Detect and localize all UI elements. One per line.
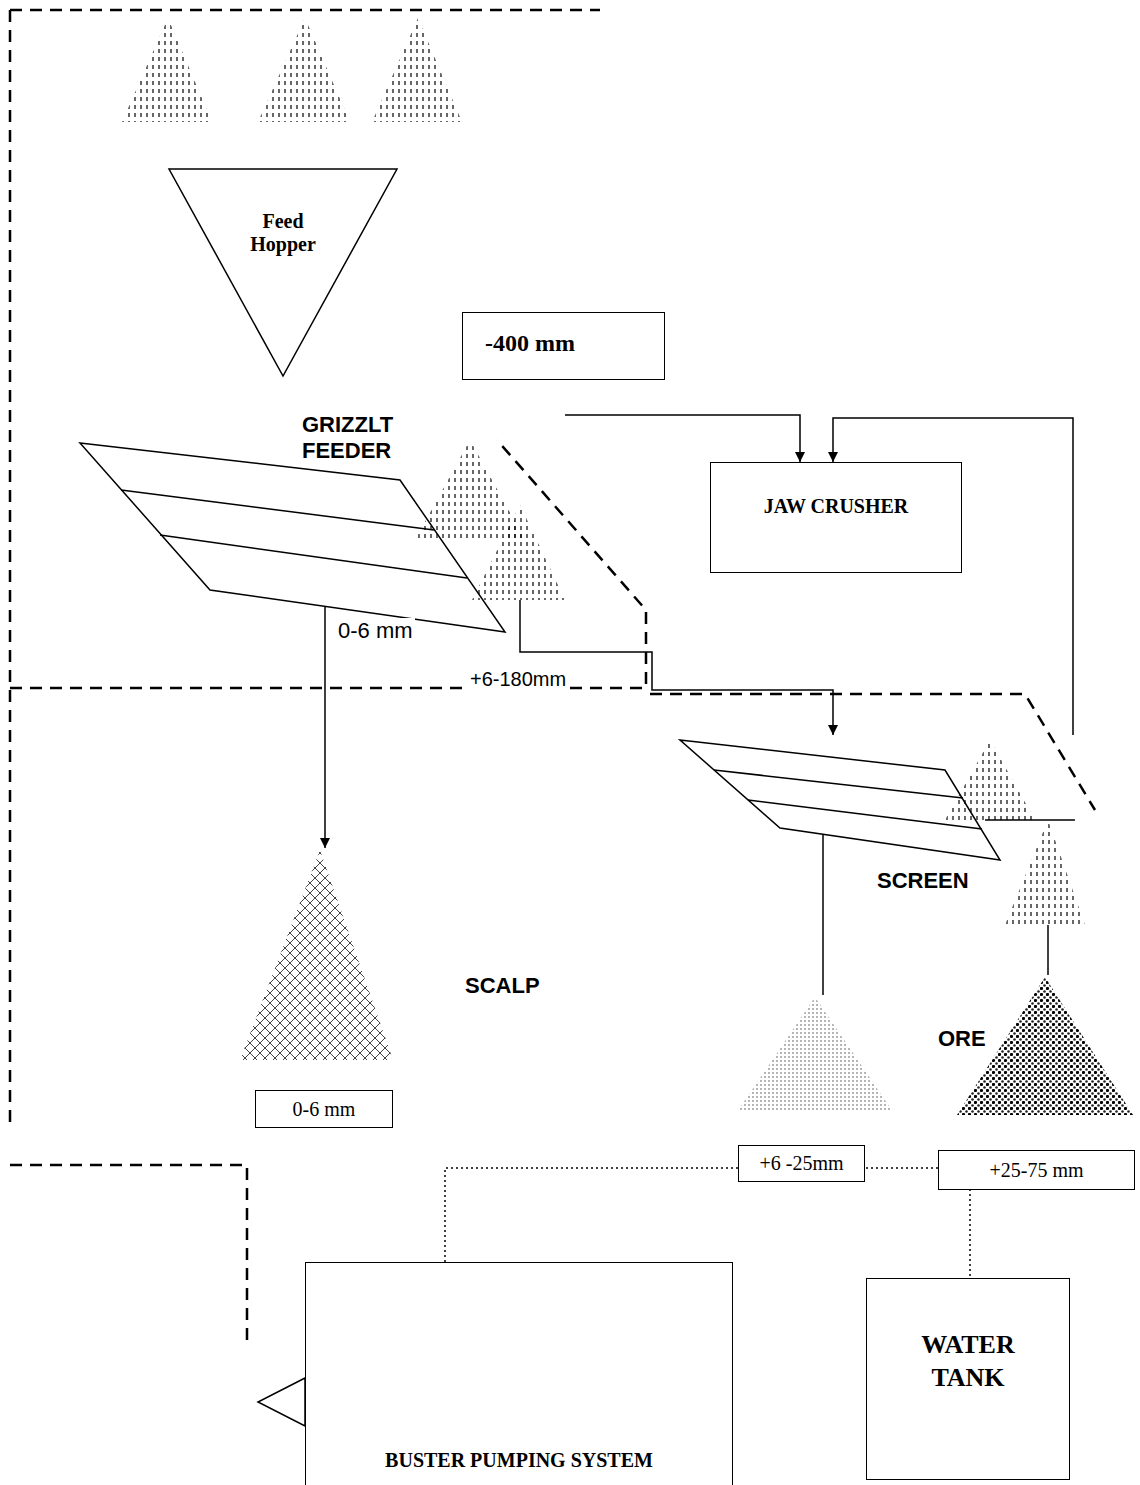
node-text: -400 mm (485, 330, 575, 357)
booster-pump-box: BUSTER PUMPING SYSTEM (305, 1262, 733, 1485)
scalp-stockpile: 0-6 mm (235, 848, 395, 1130)
feed-stockpiles (122, 18, 462, 122)
boundary-dashed-line (10, 10, 1095, 1340)
node-text: JAW CRUSHER (764, 495, 909, 518)
flow-connector (822, 925, 824, 995)
fines-pile (737, 997, 893, 1112)
vibrating-screen-outline (680, 735, 1090, 925)
boundary-left (9, 10, 12, 1130)
stockpile-label: SCALP (463, 973, 542, 999)
ore-stockpile: +25-75 mm (938, 975, 1138, 1193)
discharge-stub (519, 600, 521, 635)
product-pile (1005, 820, 1085, 925)
flow-connector (324, 635, 326, 848)
vibrating-screen: SCREEN (680, 735, 1090, 925)
discharge-stub (822, 834, 824, 925)
feed-hopper: Feed Hopper (168, 168, 398, 378)
size-box: -400 mm (462, 312, 665, 380)
size-tag-box: 0-6 mm (255, 1090, 393, 1128)
boundary-top (10, 9, 600, 12)
feed-hopper-outline (168, 168, 398, 378)
scalp-stockpile-outline (235, 848, 395, 1130)
screen-deck (680, 740, 1000, 860)
discharge-stub (324, 606, 326, 635)
hopper-triangle (169, 169, 397, 376)
size-label: +6-180mm (468, 668, 568, 691)
screen-deck-line (714, 770, 963, 798)
node-text: +25-75 mm (989, 1159, 1083, 1182)
fines-stockpile: +6 -25mm (735, 995, 895, 1185)
node-text: +6 -25mm (759, 1152, 843, 1175)
screen-deck-line (748, 800, 982, 829)
grizzly-feeder: GRIZZLT FEEDER (80, 405, 565, 635)
stockpile (122, 18, 212, 122)
node-text: Feed Hopper (237, 210, 329, 256)
grizzly-bars (121, 490, 434, 530)
node-text: WATER TANK (898, 1329, 1038, 1394)
grizzly-bars (160, 535, 467, 578)
node-text: SCREEN (875, 868, 971, 894)
size-tag-box: +6 -25mm (738, 1145, 865, 1182)
stockpile-label: ORE (936, 1026, 988, 1052)
node-text: 0-6 mm (293, 1098, 356, 1121)
pump-outlet (258, 1378, 305, 1426)
node-text: GRIZZLT FEEDER (300, 412, 439, 464)
undersize-pile (472, 505, 565, 600)
chute-line (985, 819, 1075, 821)
size-tag-box: +25-75 mm (938, 1150, 1135, 1190)
flow-connector (1047, 925, 1049, 975)
node-text: BUSTER PUMPING SYSTEM (385, 1449, 653, 1472)
size-label: 0-6 mm (336, 618, 415, 644)
jaw-crusher: JAW CRUSHER (710, 462, 962, 573)
water-tank: WATER TANK (866, 1278, 1070, 1480)
flow-connector (565, 415, 800, 462)
stockpile (372, 18, 462, 122)
boundary-middle (10, 440, 646, 688)
boundary-bottom (10, 1165, 247, 1340)
scalp-pile (240, 850, 393, 1060)
oversize-pile (945, 740, 1035, 820)
stockpile (258, 18, 350, 122)
